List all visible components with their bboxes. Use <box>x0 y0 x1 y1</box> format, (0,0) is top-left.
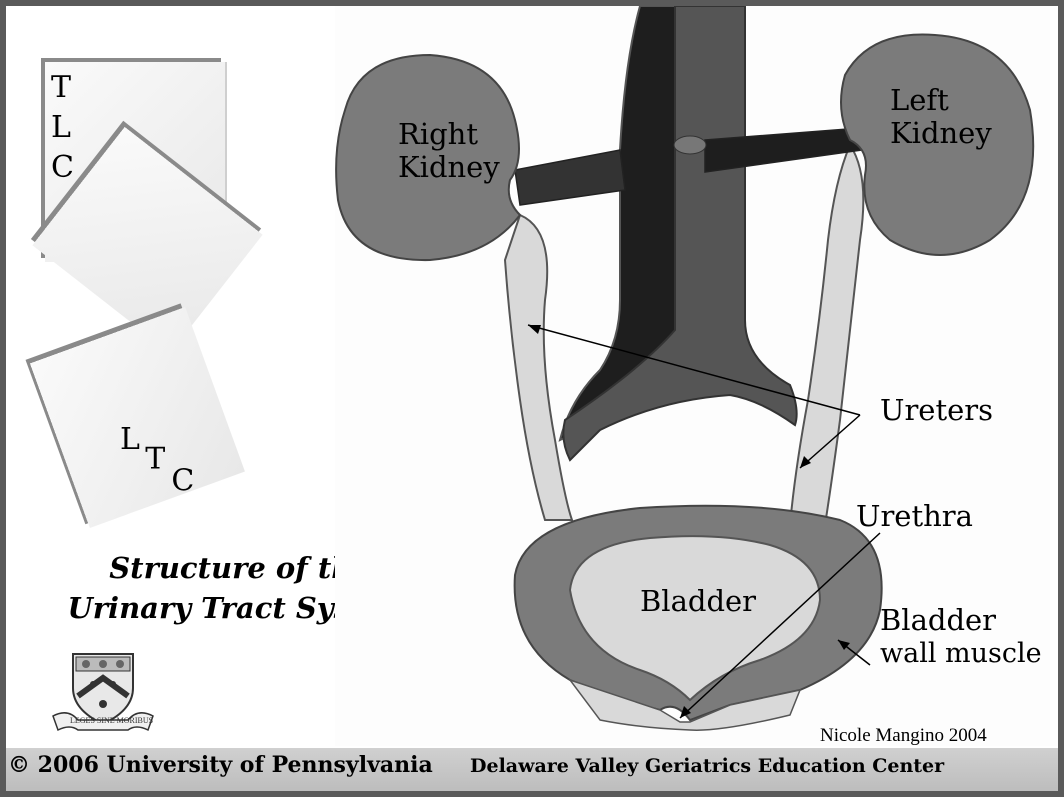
label-bladder: Bladder <box>640 585 756 618</box>
renal-node <box>674 136 706 154</box>
label-ureters: Ureters <box>880 394 993 427</box>
label-left-kidney-line-2: Kidney <box>890 117 992 150</box>
author-credit: Nicole Mangino 2004 <box>820 725 987 747</box>
label-bladder-wall-line-1: Bladder <box>880 604 1042 637</box>
footer-copyright: © 2006 University of Pennsylvania <box>8 752 433 778</box>
label-urethra: Urethra <box>856 500 973 533</box>
label-left-kidney-line-1: Left <box>890 84 992 117</box>
label-bladder-wall: Bladder wall muscle <box>880 604 1042 670</box>
label-bladder-wall-line-2: wall muscle <box>880 637 1042 670</box>
footer-organization: Delaware Valley Geriatrics Education Cen… <box>470 755 944 777</box>
label-right-kidney-line-1: Right <box>398 118 500 151</box>
label-right-kidney-line-2: Kidney <box>398 151 500 184</box>
label-left-kidney: Left Kidney <box>890 84 992 150</box>
label-right-kidney: Right Kidney <box>398 118 500 184</box>
